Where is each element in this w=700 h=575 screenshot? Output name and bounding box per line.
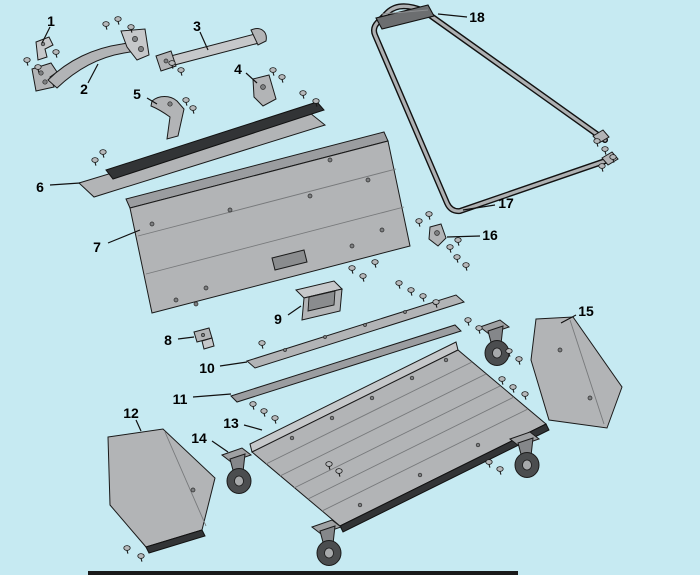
part-curved-arm-2 (47, 28, 150, 89)
part-main-panel-7 (125, 131, 411, 314)
part-label-14: 14 (191, 430, 207, 446)
leader-line-17 (462, 204, 496, 211)
leader-line-14 (211, 440, 229, 453)
leader-line-13 (243, 424, 263, 431)
leader-lines (41, 13, 577, 453)
leader-line-15 (560, 314, 577, 324)
part-clamp-8 (193, 327, 215, 350)
leader-line-5 (146, 97, 158, 105)
part-label-13: 13 (223, 415, 239, 431)
part-label-15: 15 (578, 303, 594, 319)
leader-line-9 (287, 305, 302, 316)
leader-line-1 (41, 26, 51, 44)
part-label-9: 9 (274, 311, 282, 327)
part-label-6: 6 (36, 179, 44, 195)
part-box-9 (295, 280, 343, 321)
part-label-2: 2 (80, 81, 88, 97)
part-deck-panel-13 (249, 341, 550, 533)
leader-line-4 (245, 72, 258, 84)
part-bracket-4 (252, 74, 277, 107)
leader-line-3 (199, 31, 209, 51)
part-label-7: 7 (93, 239, 101, 255)
leader-line-12 (135, 419, 142, 432)
part-label-16: 16 (482, 227, 498, 243)
part-label-11: 11 (173, 391, 188, 407)
leader-line-7 (107, 229, 141, 244)
part-labels: 1 2 3 4 5 6 7 8 9 10 11 12 13 14 15 16 1… (36, 9, 594, 446)
leader-line-11 (192, 393, 232, 398)
leader-line-18 (437, 13, 468, 18)
part-tread-strip-6 (78, 101, 327, 198)
part-label-8: 8 (164, 332, 172, 348)
part-label-5: 5 (133, 86, 141, 102)
leader-line-16 (446, 235, 481, 238)
leader-line-10 (219, 361, 248, 367)
leader-line-6 (49, 182, 81, 186)
part-grip-18 (375, 4, 435, 30)
part-bracket-5 (150, 96, 185, 140)
part-label-10: 10 (199, 360, 215, 376)
part-strip-11 (230, 324, 462, 403)
part-side-panel-12 (107, 428, 216, 554)
part-label-18: 18 (469, 9, 485, 25)
part-bracket-16 (428, 223, 447, 247)
part-label-3: 3 (193, 18, 201, 34)
leader-line-2 (87, 63, 99, 84)
leader-line-8 (177, 336, 195, 340)
part-label-12: 12 (123, 405, 139, 421)
part-label-17: 17 (498, 195, 514, 211)
part-label-1: 1 (47, 13, 55, 29)
part-crossbar-3 (155, 28, 267, 72)
part-label-4: 4 (234, 61, 242, 77)
bottom-edge-line (88, 571, 518, 575)
